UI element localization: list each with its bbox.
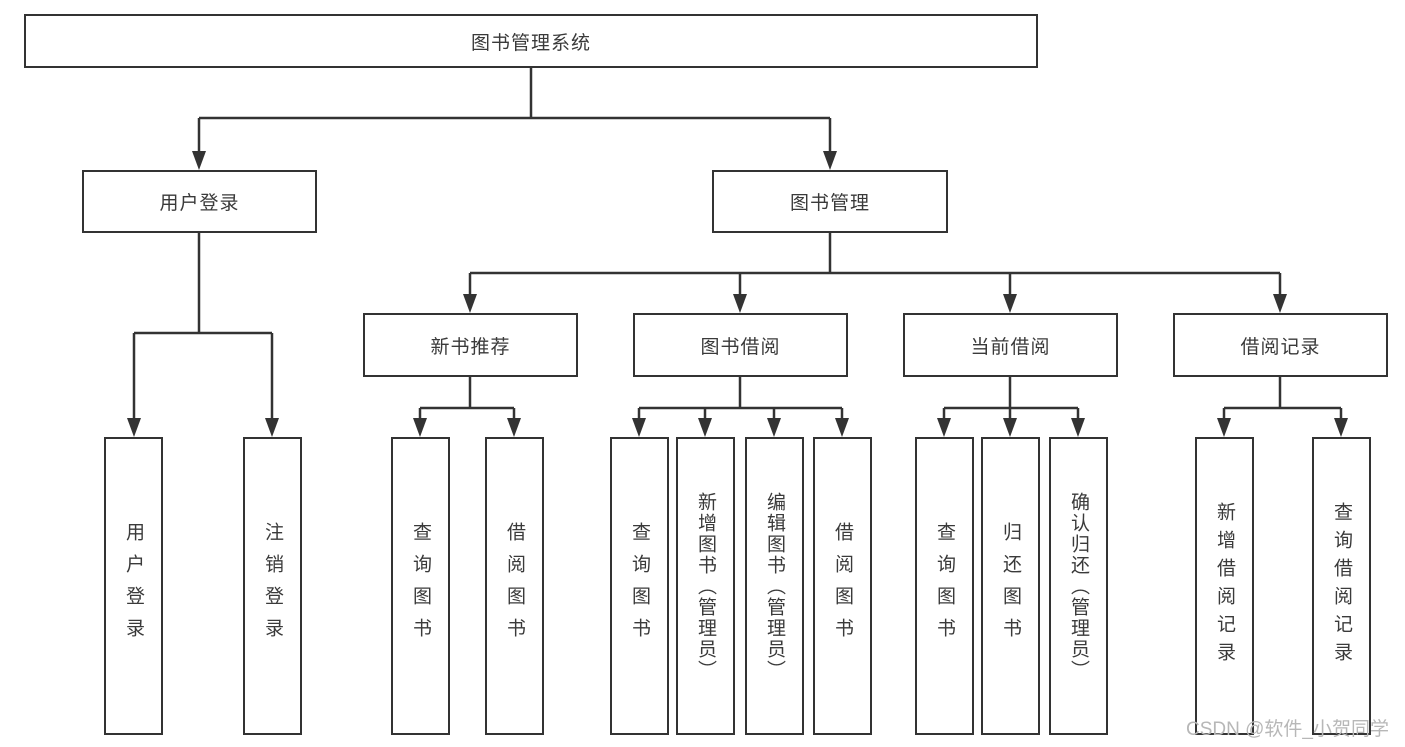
node-new-books: 新书推荐 (363, 313, 578, 377)
node-leaf-logout: 注销登录 (243, 437, 302, 735)
node-leaf-br-add-label: 新增借阅记录 (1214, 502, 1235, 670)
node-leaf-cb-confirm-label: 确认归还（管理员） (1068, 491, 1089, 681)
node-leaf-br-add: 新增借阅记录 (1195, 437, 1254, 735)
node-current-borrow: 当前借阅 (903, 313, 1118, 377)
node-leaf-logout-label: 注销登录 (262, 522, 283, 650)
node-leaf-user-login-label: 用户登录 (123, 522, 144, 650)
node-borrow-records-label: 借阅记录 (1240, 336, 1321, 358)
node-leaf-cb-query-label: 查询图书 (934, 522, 955, 650)
node-leaf-cb-confirm: 确认归还（管理员） (1049, 437, 1108, 735)
node-leaf-user-login: 用户登录 (104, 437, 163, 735)
node-leaf-br-query: 查询借阅记录 (1312, 437, 1371, 735)
node-leaf-br-query-label: 查询借阅记录 (1331, 502, 1352, 670)
node-leaf-cb-return-label: 归还图书 (1000, 522, 1021, 650)
node-leaf-bb-borrow: 借阅图书 (813, 437, 872, 735)
node-leaf-cb-return: 归还图书 (981, 437, 1040, 735)
node-leaf-bb-add-label: 新增图书（管理员） (695, 491, 716, 681)
arrowheads (127, 151, 1348, 437)
csdn-watermark: CSDN @软件_小贺同学 (1186, 719, 1389, 740)
node-leaf-nb-borrow-label: 借阅图书 (504, 522, 525, 650)
node-leaf-bb-borrow-label: 借阅图书 (832, 522, 853, 650)
node-user-login: 用户登录 (82, 170, 317, 233)
node-book-mgmt-label: 图书管理 (789, 193, 870, 214)
node-user-login-label: 用户登录 (159, 193, 240, 214)
node-leaf-bb-edit-label: 编辑图书（管理员） (764, 491, 785, 681)
node-leaf-bb-add: 新增图书（管理员） (676, 437, 735, 735)
node-current-borrow-label: 当前借阅 (970, 336, 1051, 358)
node-leaf-nb-query: 查询图书 (391, 437, 450, 735)
node-leaf-bb-query-label: 查询图书 (629, 522, 650, 650)
node-leaf-nb-query-label: 查询图书 (410, 522, 431, 650)
node-borrow-records: 借阅记录 (1173, 313, 1388, 377)
node-leaf-bb-edit: 编辑图书（管理员） (745, 437, 804, 735)
node-root: 图书管理系统 (24, 14, 1038, 68)
node-leaf-nb-borrow: 借阅图书 (485, 437, 544, 735)
node-root-label: 图书管理系统 (470, 32, 591, 54)
node-leaf-bb-query: 查询图书 (610, 437, 669, 735)
node-book-borrow-label: 图书借阅 (700, 336, 781, 358)
node-book-borrow: 图书借阅 (633, 313, 848, 377)
node-leaf-cb-query: 查询图书 (915, 437, 974, 735)
node-new-books-label: 新书推荐 (430, 336, 511, 358)
node-book-mgmt: 图书管理 (712, 170, 948, 233)
